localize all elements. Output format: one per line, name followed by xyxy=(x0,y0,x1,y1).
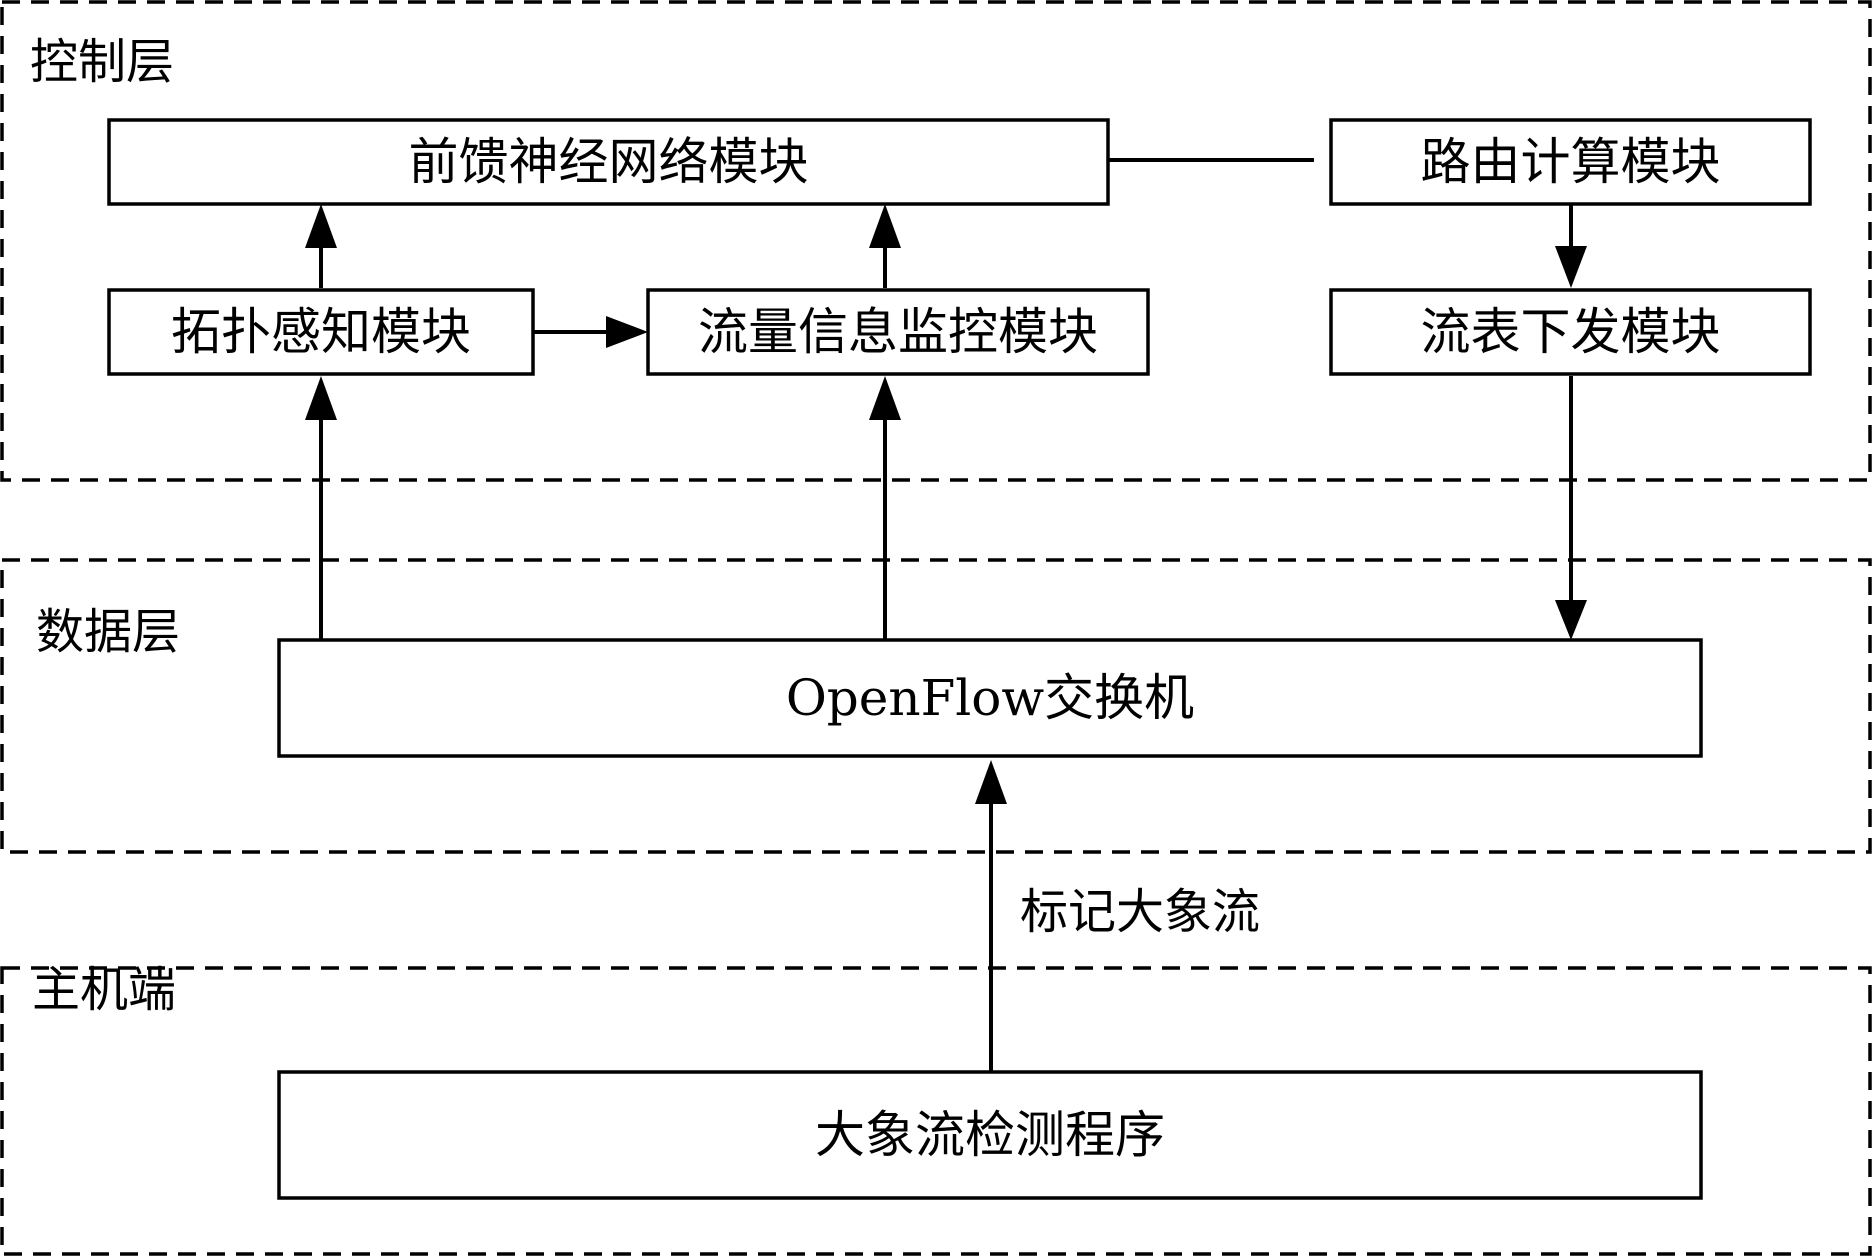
elephant-detection-program-label: 大象流检测程序 xyxy=(815,1106,1165,1164)
data-layer-frame xyxy=(0,558,1872,854)
traffic-monitor-module-label: 流量信息监控模块 xyxy=(698,303,1098,361)
arrowhead xyxy=(1555,246,1587,288)
routing-module-label: 路由计算模块 xyxy=(1421,133,1721,191)
host-layer-label: 主机端 xyxy=(32,962,176,1018)
openflow-switch-label: OpenFlow交换机 xyxy=(786,669,1194,727)
mark-elephant-flow-label: 标记大象流 xyxy=(1020,884,1260,940)
topology-module xyxy=(107,288,535,376)
control-layer-label: 控制层 xyxy=(30,34,174,90)
control-layer-frame xyxy=(0,0,1872,482)
traffic-monitor-module xyxy=(646,288,1150,376)
topology-module-label: 拓扑感知模块 xyxy=(171,303,471,361)
data-layer-label: 数据层 xyxy=(36,604,180,660)
flow-table-module-label: 流表下发模块 xyxy=(1421,303,1721,361)
feedforward-nn-module xyxy=(107,118,1110,206)
arrowhead xyxy=(305,204,337,248)
openflow-switch xyxy=(277,638,1703,758)
arrowhead xyxy=(305,376,337,420)
arrowhead xyxy=(869,204,901,248)
arrowhead xyxy=(606,316,648,348)
arrowhead xyxy=(1555,600,1587,640)
routing-module xyxy=(1329,118,1812,206)
arrowhead xyxy=(869,376,901,420)
feedforward-nn-module-label: 前馈神经网络模块 xyxy=(409,133,809,191)
flow-table-module xyxy=(1329,288,1812,376)
elephant-detection-program xyxy=(277,1070,1703,1200)
host-layer-frame xyxy=(0,966,1872,1256)
arrowhead xyxy=(975,760,1007,804)
